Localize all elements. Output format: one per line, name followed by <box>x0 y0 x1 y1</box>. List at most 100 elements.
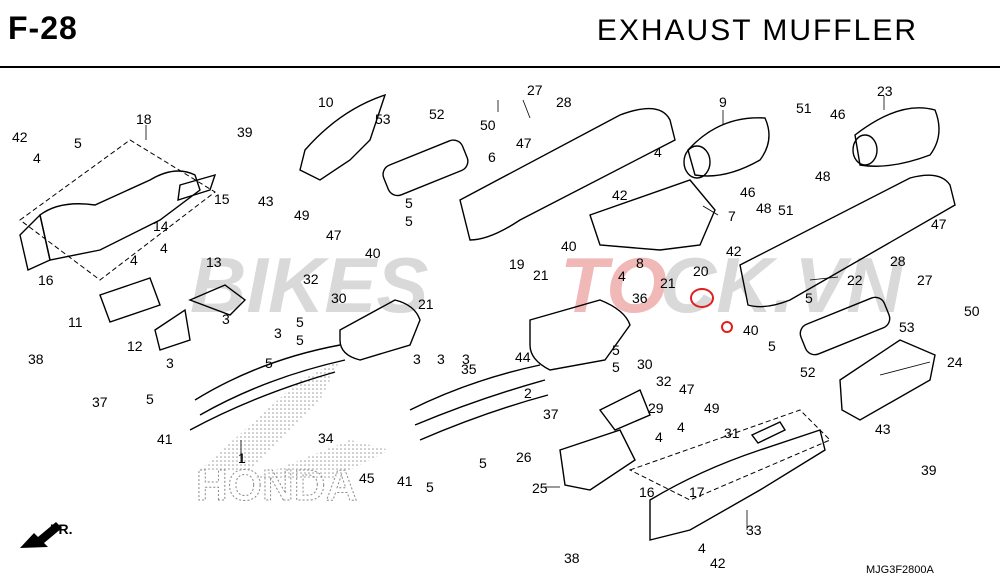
callout-40b: 40 <box>561 238 577 254</box>
front-direction-arrow: FR. <box>20 521 73 548</box>
callout-42a: 42 <box>12 129 28 145</box>
callout-5k: 5 <box>768 338 776 354</box>
callout-5m: 5 <box>426 479 434 495</box>
catalyst-1 <box>339 299 421 361</box>
callout-30a: 30 <box>331 290 347 306</box>
muffler-22 <box>739 174 956 308</box>
muffler-6 <box>459 107 676 241</box>
callout-53a: 53 <box>375 111 391 127</box>
callout-9: 9 <box>719 94 727 110</box>
guard-25 <box>559 429 636 491</box>
guard-29 <box>598 389 651 431</box>
watermark-mid: TO <box>560 241 667 329</box>
callout-4e: 4 <box>618 268 626 284</box>
callout-16b: 16 <box>639 484 655 500</box>
callout-29: 29 <box>648 400 664 416</box>
callout-28b: 28 <box>890 253 906 269</box>
endcap-9 <box>687 117 770 177</box>
callout-5c: 5 <box>405 213 413 229</box>
callout-5l: 5 <box>479 455 487 471</box>
endcap-23 <box>854 107 940 167</box>
callout-27a: 27 <box>527 82 543 98</box>
callout-1: 1 <box>238 450 246 466</box>
cover-10 <box>299 93 387 181</box>
callout-17: 17 <box>689 484 705 500</box>
callout-4h: 4 <box>698 540 706 556</box>
heat-shield-left <box>39 170 201 261</box>
callout-43b: 43 <box>875 421 891 437</box>
callout-3f: 3 <box>462 351 470 367</box>
leader-lines <box>145 96 931 530</box>
callout-50a: 50 <box>480 117 496 133</box>
callout-51b: 51 <box>778 202 794 218</box>
callout-19: 19 <box>509 256 525 272</box>
guard-52-top <box>382 139 469 197</box>
callout-12: 12 <box>127 338 143 354</box>
callout-47b: 47 <box>326 227 342 243</box>
callout-4d: 4 <box>654 144 662 160</box>
callout-47a: 47 <box>516 135 532 151</box>
callout-4a: 4 <box>33 150 41 166</box>
callout-39b: 39 <box>921 462 937 478</box>
callout-4b: 4 <box>160 240 168 256</box>
callout-30b: 30 <box>637 356 653 372</box>
callout-14: 14 <box>153 218 169 234</box>
catalyst-2 <box>529 299 631 371</box>
exhaust-pipe-2 <box>409 364 549 441</box>
callout-8: 8 <box>636 255 644 271</box>
page-code: F-28 <box>8 10 78 46</box>
callout-48b: 48 <box>815 168 831 184</box>
callout-28a: 28 <box>556 94 572 110</box>
callout-37a: 37 <box>92 394 108 410</box>
callout-27b: 27 <box>917 272 933 288</box>
bracket-13 <box>188 284 247 316</box>
callout-21b: 21 <box>533 267 549 283</box>
diagram-code: MJG3F2800A <box>866 564 935 576</box>
watermark-right: CK.VN <box>660 241 904 329</box>
callout-21a: 21 <box>418 296 434 312</box>
callout-50b: 50 <box>964 303 980 319</box>
parts <box>19 93 956 541</box>
callout-53b: 53 <box>899 319 915 335</box>
callout-4g: 4 <box>677 419 685 435</box>
callout-5d: 5 <box>296 314 304 330</box>
honda-logo: HONDA <box>196 360 390 511</box>
callout-20: 20 <box>693 263 709 279</box>
callout-42d: 42 <box>710 555 726 571</box>
highlighted-parts <box>690 288 733 333</box>
callout-52b: 52 <box>800 364 816 380</box>
callout-11: 11 <box>68 314 83 330</box>
callout-4c: 4 <box>130 252 138 268</box>
callout-42c: 42 <box>726 243 742 259</box>
callout-5j: 5 <box>805 290 813 306</box>
callout-34: 34 <box>318 430 334 446</box>
page-title: EXHAUST MUFFLER <box>596 14 918 47</box>
bracket-12 <box>154 308 191 351</box>
heat-shield-left-end <box>19 213 51 271</box>
callout-25: 25 <box>532 480 548 496</box>
endcap-23-face <box>852 134 878 166</box>
header-divider <box>0 66 1000 68</box>
callout-10: 10 <box>318 94 334 110</box>
callout-47c: 47 <box>679 381 695 397</box>
callout-5a: 5 <box>74 135 82 151</box>
heat-shield-33 <box>649 429 826 541</box>
honda-wordmark: HONDA <box>196 461 357 510</box>
callout-5h: 5 <box>612 342 620 358</box>
callout-3a: 3 <box>222 311 230 327</box>
bracket-11 <box>99 277 161 323</box>
callout-5i: 5 <box>612 359 620 375</box>
callout-41a: 41 <box>157 431 173 447</box>
callout-6: 6 <box>488 149 496 165</box>
callout-44: 44 <box>515 349 531 365</box>
callout-40c: 40 <box>743 322 759 338</box>
callout-26: 26 <box>516 449 532 465</box>
callout-46b: 46 <box>830 106 846 122</box>
strip-31 <box>750 421 787 444</box>
cover-24 <box>839 339 936 421</box>
callouts: 1 2 3 3 3 3 3 3 4 4 4 4 4 4 4 4 5 5 5 5 … <box>12 82 980 571</box>
bolt-40-highlight <box>721 321 733 333</box>
callout-18: 18 <box>136 111 152 127</box>
exhaust-pipe-1 <box>189 344 346 431</box>
